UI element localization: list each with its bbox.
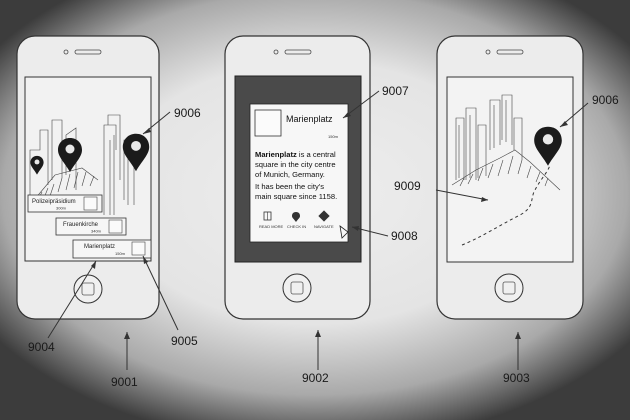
svg-text:NAVIGATE: NAVIGATE: [314, 224, 334, 229]
ref-9001: 9001: [111, 375, 138, 389]
svg-text:CHECK IN: CHECK IN: [287, 224, 306, 229]
popup-description: main square since 1158.: [255, 192, 337, 201]
city-scene-right: [451, 94, 561, 191]
poi-distance: 300m: [56, 206, 67, 211]
ref-9003: 9003: [503, 371, 530, 385]
popup-description: Marienplatz is a central: [255, 150, 336, 159]
ref-9002: 9002: [302, 371, 329, 385]
home-button-center[interactable]: [282, 273, 312, 303]
reference-labels: 9006 9004 9005 9001 9007 9008 9002 9006 …: [28, 84, 619, 389]
popup-title: Marienplatz: [286, 114, 333, 124]
poi-name: Marienplatz: [84, 244, 115, 250]
ref-9007: 9007: [382, 84, 409, 98]
ref-9009: 9009: [394, 179, 421, 193]
home-button-right[interactable]: [494, 273, 524, 303]
svg-text:READ MORE: READ MORE: [259, 224, 284, 229]
ref-9004: 9004: [28, 340, 55, 354]
popup-distance: 150m: [328, 134, 339, 139]
poi-distance: 340m: [91, 229, 102, 234]
leader-lines: [47, 90, 589, 370]
popup-description: square in the city centre: [255, 160, 336, 169]
ref-9006-left: 9006: [174, 106, 201, 120]
check-in-button[interactable]: CHECK IN: [287, 212, 306, 229]
ref-9008: 9008: [391, 229, 418, 243]
poi-name: Polizeipräsidium: [32, 199, 76, 205]
poi-distance: 150m: [115, 251, 126, 256]
navigate-icon: [318, 210, 330, 222]
ref-9005: 9005: [171, 334, 198, 348]
pin-icon: [292, 212, 300, 222]
phone-center: Marienplatz 150m Marienplatz is a centra…: [224, 35, 371, 320]
phone-right: [436, 35, 584, 320]
home-button-left[interactable]: [73, 274, 103, 304]
route-path: [461, 164, 551, 246]
navigate-button[interactable]: NAVIGATE: [314, 210, 334, 229]
poi-name: Frauenkirche: [63, 222, 99, 228]
poi-label[interactable]: Marienplatz 150m: [72, 239, 152, 259]
info-popup[interactable]: Marienplatz 150m Marienplatz is a centra…: [249, 103, 349, 243]
popup-description: It has been the city's: [255, 182, 324, 191]
poi-label[interactable]: Polizeipräsidium 300m: [27, 194, 103, 213]
popup-description: of Munich, Germany.: [255, 170, 325, 179]
thumbnail-image: [254, 109, 282, 137]
phone-left: Polizeipräsidium 300m Frauenkirche 340m …: [16, 35, 160, 320]
read-more-button[interactable]: READ MORE: [259, 211, 284, 229]
ref-9006-right: 9006: [592, 93, 619, 107]
poi-label[interactable]: Frauenkirche 340m: [55, 217, 127, 236]
